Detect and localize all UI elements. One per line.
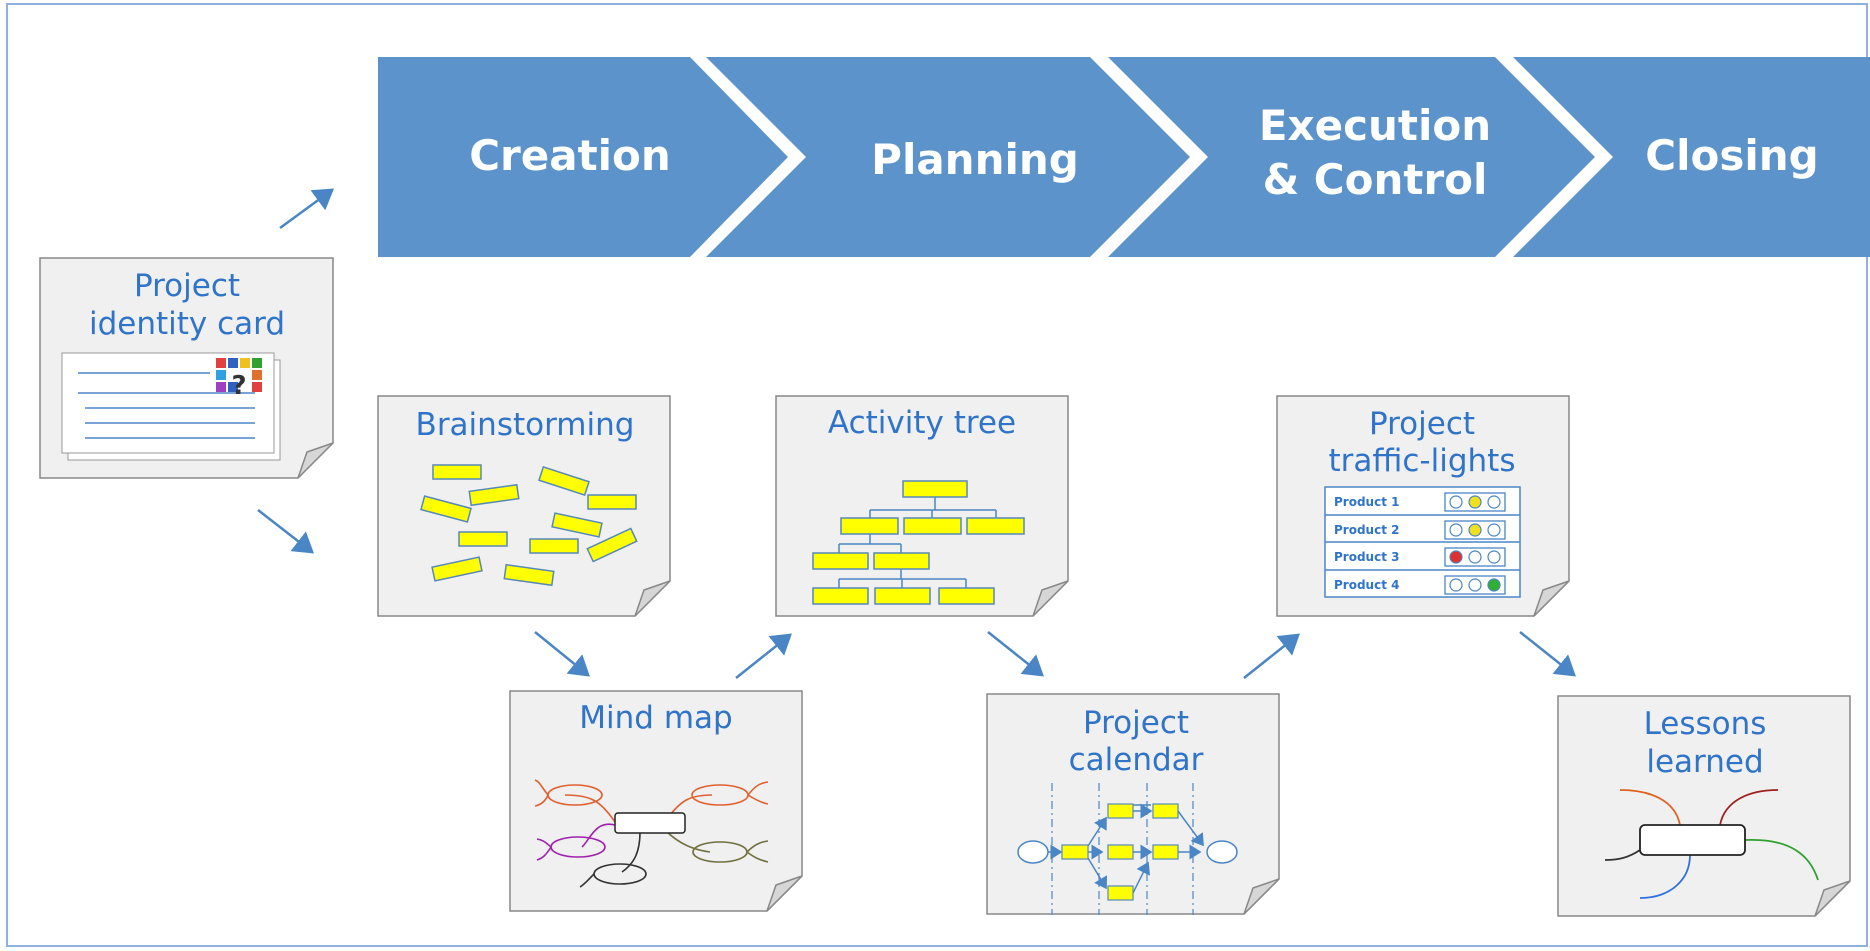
card-lessons-title-line1: Lessons [1644,706,1767,742]
traffic-light-green-icon [1487,578,1501,592]
phase-creation-shape [378,57,788,257]
arrow-mind-map-to-activity-tree [735,633,792,679]
phase-creation-label: Creation [469,131,671,180]
pert-network-illustration [1017,783,1238,915]
arrow-activity-tree-to-calendar [987,631,1044,677]
phase-planning-label: Planning [871,135,1079,184]
traffic-light-yellow-icon [1468,523,1482,537]
lessons-mind-map-illustration [1604,789,1819,899]
card-lessons-learned: Lessons learned [1557,695,1851,917]
card-activity-tree: Activity tree [775,395,1069,617]
card-project-calendar: Project calendar [986,693,1280,915]
traffic-light-off-icon [1449,578,1463,592]
phase-execution-shape [1108,57,1595,257]
card-identity-title-line2: identity card [89,306,285,342]
phase-execution-label-line1: Execution [1259,101,1491,150]
card-calendar-title-line1: Project [1083,705,1189,741]
card-activity-tree-title: Activity tree [828,405,1016,441]
arrow-identity-to-creation [279,188,335,230]
diagram-frame [6,3,1868,947]
arrow-brainstorming-to-mind-map [534,631,590,677]
card-project-traffic-lights: Project traffic-lights Product 1Product … [1276,395,1570,617]
traffic-light-off-icon [1449,495,1463,509]
phase-planning-shape [706,57,1190,257]
svg-text:?: ? [231,371,246,401]
traffic-light-yellow-icon [1468,495,1482,509]
phase-banner: Creation Planning Execution & Control Cl… [378,57,1870,257]
card-project-identity: Project identity card ? [39,257,334,479]
traffic-row-label: Product 2 [1334,523,1399,537]
phase-closing-label: Closing [1645,131,1818,180]
traffic-light-off-icon [1449,523,1463,537]
card-mind-map: Mind map [509,690,803,912]
traffic-light-red-icon [1449,550,1463,564]
card-brainstorming-title: Brainstorming [416,407,635,443]
arrow-calendar-to-traffic-lights [1243,633,1300,679]
traffic-light-off-icon [1487,550,1501,564]
traffic-light-table: Product 1 Product 2 Product 3 Product 4 [1324,486,1521,598]
card-lessons-title-line2: learned [1646,744,1763,780]
traffic-row-label: Product 1 [1334,495,1399,509]
sticky-notes-illustration [420,464,638,587]
photo-placeholder-icon: ? [216,358,262,401]
phase-execution-label-line2: & Control [1263,155,1488,204]
phase-closing-shape [1513,57,1870,257]
identity-card-illustration: ? [61,352,281,461]
flow-arrows [257,188,1576,679]
traffic-row-label: Product 3 [1334,550,1399,564]
traffic-light-off-icon [1487,495,1501,509]
wbs-tree-illustration [812,480,1025,605]
traffic-light-off-icon [1468,550,1482,564]
mind-map-illustration [534,779,769,888]
card-mind-map-title: Mind map [579,700,732,736]
traffic-light-off-icon [1468,578,1482,592]
traffic-row-label: Product 4 [1334,578,1399,592]
traffic-light-off-icon [1487,523,1501,537]
card-brainstorming: Brainstorming [377,395,671,617]
arrow-traffic-lights-to-lessons [1519,631,1576,677]
card-traffic-title-line1: Project [1369,406,1475,442]
arrow-identity-to-brainstorming [257,509,314,554]
card-traffic-title-line2: traffic-lights [1329,443,1516,479]
card-identity-title-line1: Project [134,268,240,304]
card-calendar-title-line2: calendar [1069,742,1204,778]
